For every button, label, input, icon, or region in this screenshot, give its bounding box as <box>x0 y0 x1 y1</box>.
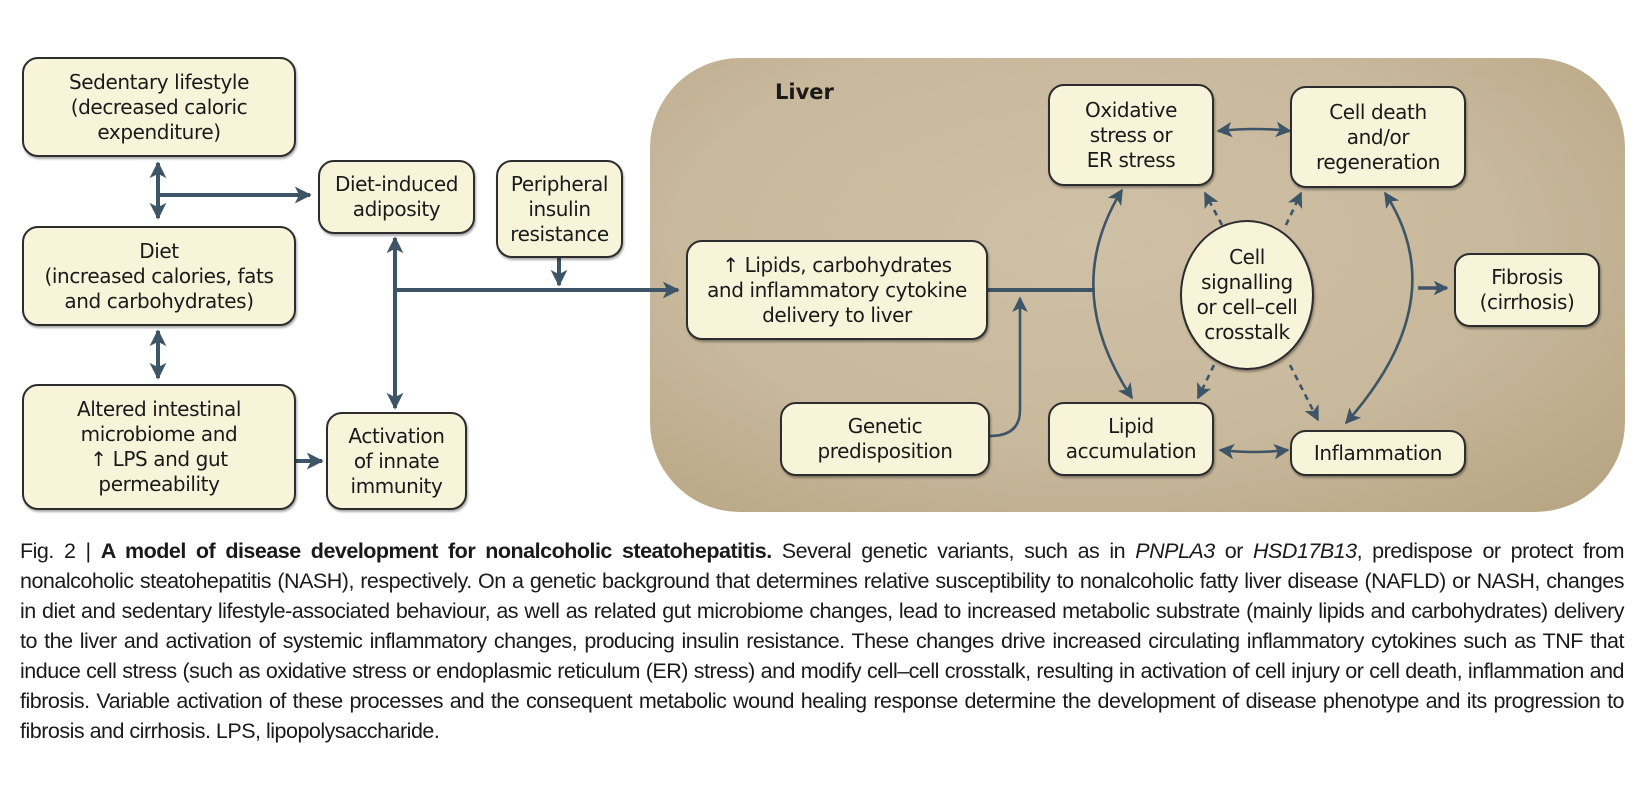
figure-caption: Fig. 2 | A model of disease development … <box>20 536 1625 746</box>
box-diet-text: Diet (increased calories, fats and carbo… <box>44 238 274 313</box>
caption-gene-pnpla3: PNPLA3 <box>1135 539 1215 563</box>
box-diet-induced-adiposity-text: Diet-induced adiposity <box>334 172 459 221</box>
caption-text-3: , predispose or protect from nonalcoholi… <box>20 539 1625 743</box>
box-genetic-predisposition-text: Genetic predisposition <box>817 414 953 463</box>
box-fibrosis: Fibrosis (cirrhosis) <box>1454 253 1600 327</box>
box-peripheral-insulin-resistance-text: Peripheral insulin resistance <box>510 171 609 246</box>
box-cell-death-regeneration-text: Cell death and/or regeneration <box>1315 99 1441 174</box>
box-inflammation-text: Inflammation <box>1313 440 1443 465</box>
box-inflammation: Inflammation <box>1290 430 1466 476</box>
box-sedentary-lifestyle: Sedentary lifestyle (decreased caloric e… <box>22 57 296 157</box>
box-lipid-delivery-to-liver-text: ↑ Lipids, carbohydrates and inflammatory… <box>707 252 967 327</box>
circle-cell-signalling-text: Cell signalling or cell–cell crosstalk <box>1196 245 1298 344</box>
box-lipid-accumulation-text: Lipid accumulation <box>1065 414 1197 463</box>
box-fibrosis-text: Fibrosis (cirrhosis) <box>1479 265 1575 314</box>
caption-gene-hsd17b13: HSD17B13 <box>1253 539 1357 563</box>
circle-cell-signalling: Cell signalling or cell–cell crosstalk <box>1180 220 1314 370</box>
box-activation-innate-immunity-text: Activation of innate immunity <box>348 423 445 498</box>
box-diet: Diet (increased calories, fats and carbo… <box>22 226 296 326</box>
box-lipid-delivery-to-liver: ↑ Lipids, carbohydrates and inflammatory… <box>686 240 988 340</box>
caption-label: Fig. 2 | <box>20 539 101 563</box>
liver-label: Liver <box>775 80 834 104</box>
box-sedentary-lifestyle-text: Sedentary lifestyle (decreased caloric e… <box>68 69 249 144</box>
box-peripheral-insulin-resistance: Peripheral insulin resistance <box>496 160 623 258</box>
box-oxidative-stress: Oxidative stress or ER stress <box>1048 84 1214 186</box>
box-altered-microbiome-text: Altered intestinal microbiome and ↑ LPS … <box>76 397 241 496</box>
caption-title: A model of disease development for nonal… <box>100 539 773 563</box>
box-lipid-accumulation: Lipid accumulation <box>1048 402 1214 476</box>
box-activation-innate-immunity: Activation of innate immunity <box>326 412 467 510</box>
box-cell-death-regeneration: Cell death and/or regeneration <box>1290 86 1466 188</box>
box-diet-induced-adiposity: Diet-induced adiposity <box>318 160 475 234</box>
box-genetic-predisposition: Genetic predisposition <box>780 402 990 476</box>
box-oxidative-stress-text: Oxidative stress or ER stress <box>1084 97 1178 172</box>
caption-text-2: or <box>1214 539 1254 563</box>
box-altered-microbiome: Altered intestinal microbiome and ↑ LPS … <box>22 384 296 510</box>
caption-text-1: Several genetic variants, such as in <box>771 539 1136 563</box>
